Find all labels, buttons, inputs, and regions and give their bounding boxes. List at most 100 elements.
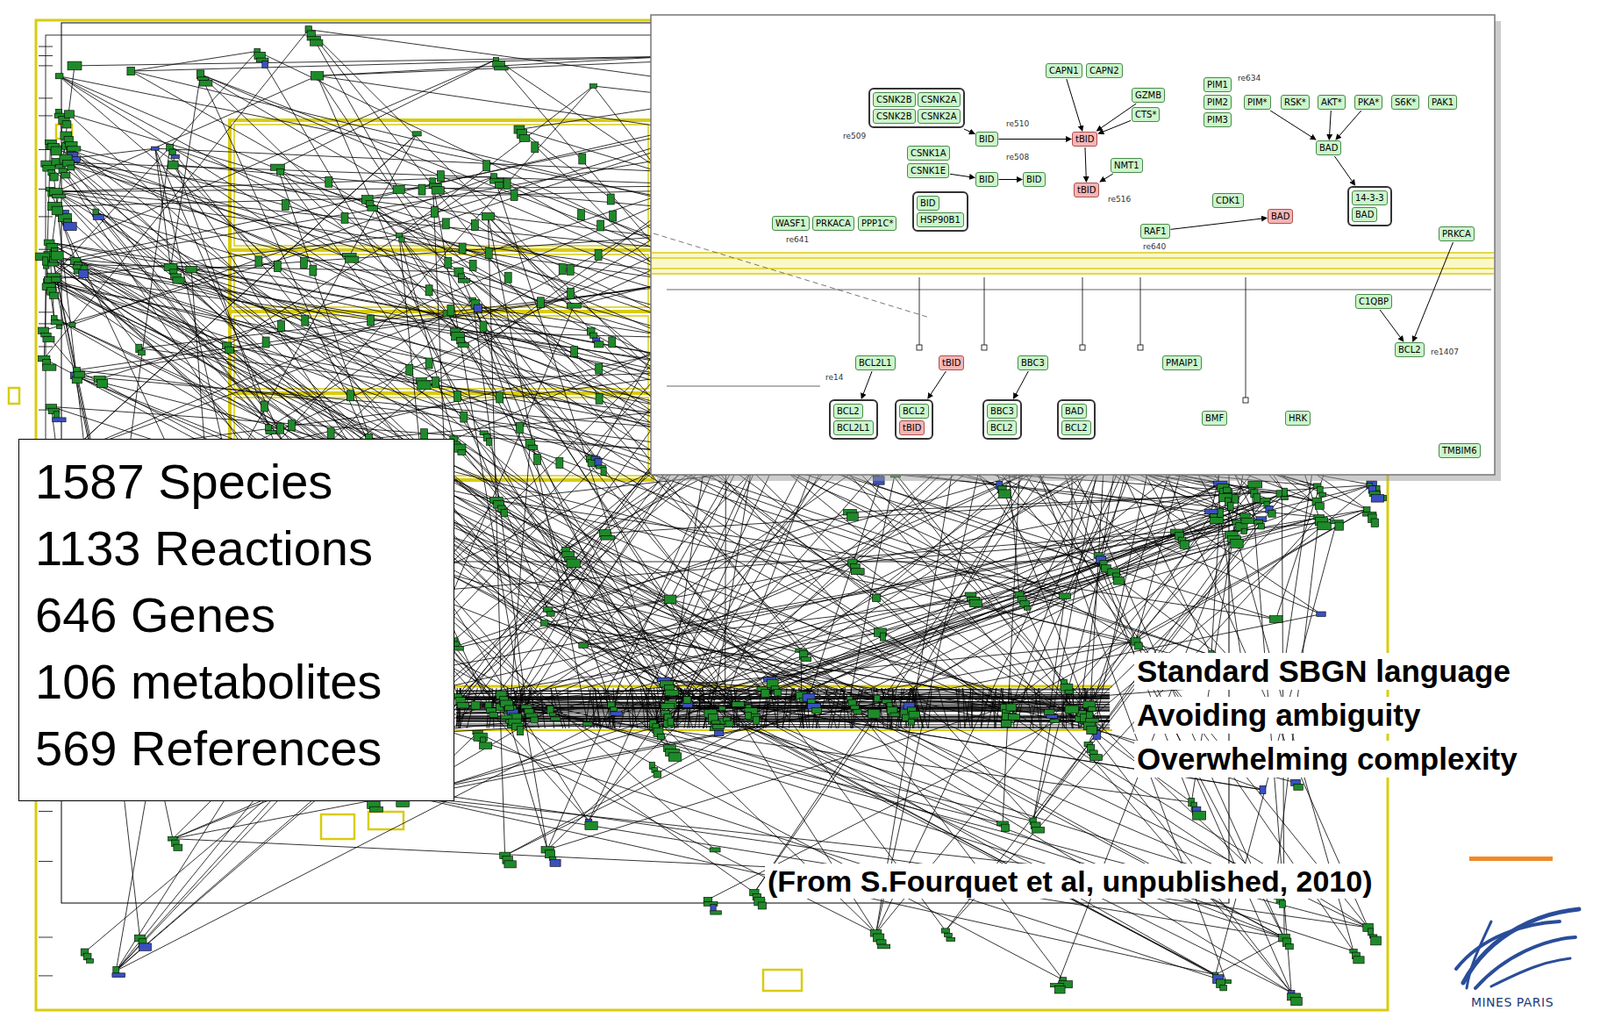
species-glyph	[661, 703, 675, 709]
reaction-glyph	[1242, 397, 1249, 403]
network-line	[38, 346, 53, 348]
species-box: CSNK2A	[917, 108, 961, 124]
network-line	[456, 698, 1110, 700]
species-glyph	[504, 705, 514, 711]
species-glyph	[453, 390, 461, 401]
species-name: GZMB	[1135, 90, 1162, 100]
species-glyph	[485, 438, 493, 446]
network-line	[367, 199, 596, 458]
species-glyph	[51, 206, 63, 215]
species-glyph	[578, 642, 588, 649]
network-line	[38, 860, 53, 862]
species-glyph	[503, 178, 511, 190]
reaction-line	[984, 277, 986, 348]
network-line	[879, 509, 1367, 633]
species-name: S6K*	[1394, 97, 1416, 108]
species-box: PIM3	[1203, 112, 1232, 128]
species-box: BID	[1022, 171, 1046, 187]
species-glyph	[1209, 517, 1224, 524]
species-name: tBID	[1075, 134, 1094, 144]
species-glyph	[1241, 528, 1248, 534]
species-name: BBC3	[1021, 357, 1045, 368]
species-glyph	[496, 392, 504, 403]
species-glyph	[504, 860, 516, 868]
network-line	[453, 439, 565, 550]
reaction-arrow	[1171, 217, 1268, 229]
species-name: BID	[978, 134, 995, 144]
reaction-id: re510	[1005, 119, 1030, 129]
species-glyph	[530, 716, 538, 723]
species-name: 14-3-3	[1355, 192, 1385, 203]
species-glyph	[1259, 785, 1266, 793]
logo-text: MINES PARIS	[1471, 994, 1554, 1010]
species-name: PIM1	[1207, 79, 1229, 90]
species-glyph	[50, 292, 59, 299]
network-line	[583, 518, 1262, 645]
species-glyph	[593, 341, 604, 348]
species-glyph	[1285, 943, 1294, 950]
network-line	[456, 725, 1110, 729]
stat-line: 646 Genes	[35, 581, 438, 649]
network-line	[171, 74, 201, 268]
note-text: Avoiding ambiguity	[1134, 696, 1423, 734]
species-name: BID	[920, 198, 936, 208]
network-line	[510, 442, 531, 709]
species-box: TMBIM6	[1438, 442, 1481, 458]
species-glyph	[761, 689, 770, 698]
stat-line: 569 References	[35, 714, 438, 782]
species-name: BAD	[1271, 211, 1290, 222]
species-box: BID	[916, 195, 940, 211]
reaction-arrow	[1334, 156, 1355, 186]
species-glyph	[169, 149, 176, 156]
species-box: PKA*	[1354, 94, 1383, 110]
species-glyph	[199, 80, 213, 87]
species-glyph	[578, 153, 586, 165]
species-glyph	[664, 594, 677, 604]
logo-symbol	[1456, 908, 1579, 988]
species-glyph	[51, 276, 61, 282]
species-glyph	[50, 146, 62, 156]
species-glyph	[479, 742, 493, 750]
species-box: HRK	[1285, 410, 1311, 426]
reaction-id: re14	[824, 372, 845, 383]
network-line	[62, 213, 325, 449]
species-name: CSNK1E	[910, 165, 946, 176]
species-glyph	[418, 184, 426, 195]
reaction-arrow	[1085, 147, 1086, 182]
species-glyph	[69, 322, 76, 328]
species-glyph	[1058, 592, 1072, 600]
species-box: S6K*	[1391, 94, 1420, 110]
complex-box: BBC3BCL2	[982, 399, 1022, 440]
reaction-line	[1082, 277, 1084, 348]
species-glyph	[853, 709, 862, 715]
species-glyph	[444, 257, 452, 268]
network-line	[456, 688, 1110, 692]
species-glyph	[566, 558, 581, 568]
logo-stroke	[1466, 921, 1492, 988]
network-line	[456, 695, 1110, 698]
network-line	[38, 114, 53, 116]
species-glyph	[1316, 611, 1326, 617]
species-glyph	[558, 264, 566, 275]
species-glyph	[310, 71, 323, 81]
species-glyph	[500, 714, 513, 719]
species-box: BCL2	[986, 420, 1017, 436]
reaction-id: re634	[1236, 73, 1262, 84]
species-glyph	[47, 262, 59, 266]
species-glyph	[890, 712, 900, 717]
species-name: CDK1	[1215, 195, 1241, 206]
species-glyph	[367, 314, 375, 326]
species-box: PAK1	[1428, 94, 1458, 110]
species-name: PRKACA	[815, 218, 851, 229]
network-line	[171, 267, 422, 381]
species-glyph	[139, 942, 152, 950]
species-name: WASF1	[775, 218, 807, 229]
species-name: AKT*	[1321, 97, 1343, 108]
species-glyph	[42, 336, 55, 343]
species-name: C1QBP	[1358, 296, 1389, 307]
species-glyph	[878, 943, 891, 949]
reaction-line	[1245, 277, 1247, 400]
species-glyph	[516, 421, 524, 433]
network-line	[544, 622, 1003, 824]
species-glyph	[703, 896, 713, 901]
